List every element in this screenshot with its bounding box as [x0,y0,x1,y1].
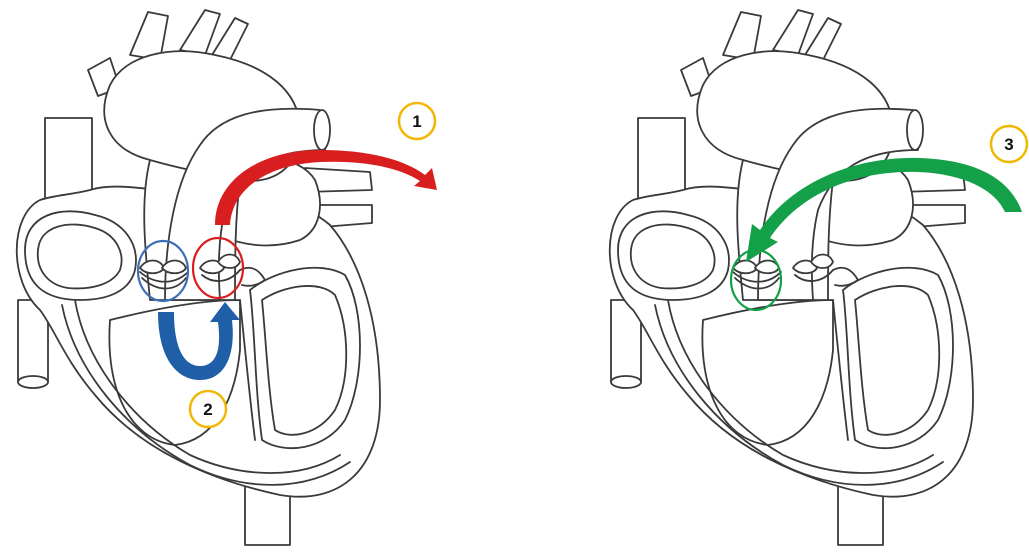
heart-left [17,10,380,545]
badge-1-label: 1 [412,112,421,131]
badge-3-label: 3 [1004,135,1013,154]
badge-3: 3 [991,126,1027,162]
badge-2: 2 [190,391,226,427]
badge-1: 1 [399,103,435,139]
badge-2-label: 2 [203,400,212,419]
heart-right [610,10,973,545]
